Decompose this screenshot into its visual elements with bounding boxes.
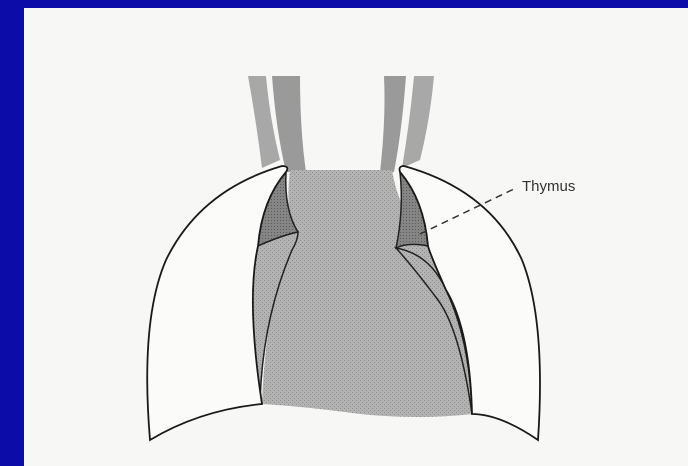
left-neck-vessels [248, 76, 306, 172]
right-neck-vessels [380, 76, 434, 172]
thymus-label: Thymus [522, 178, 575, 195]
